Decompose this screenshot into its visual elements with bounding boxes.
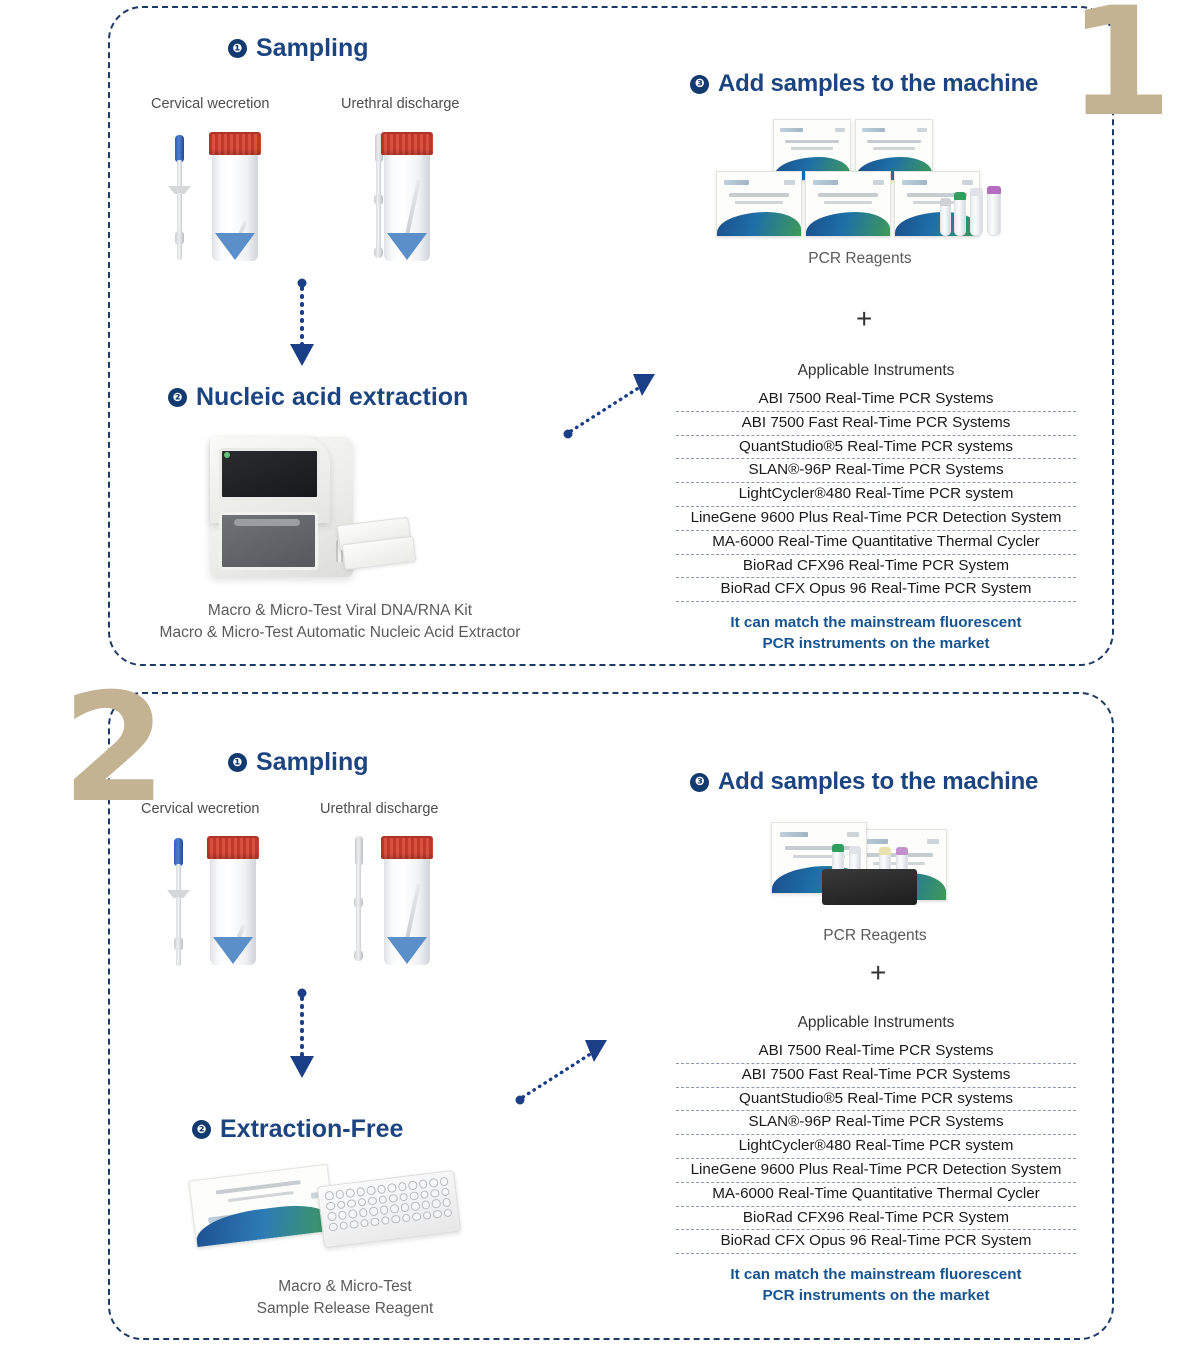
step-heading-label: Add samples to the machine	[718, 768, 1039, 795]
instrument-item: ABI 7500 Real-Time PCR Systems	[676, 1040, 1076, 1064]
instrument-item: BioRad CFX96 Real-Time PCR System	[676, 555, 1076, 579]
step-heading-extraction-free-2: ❷ Extraction-Free	[192, 1115, 403, 1144]
step-badge-3-icon: ❸	[690, 74, 709, 94]
panel-number-2: 2	[62, 662, 166, 836]
arrow-down-1	[290, 278, 314, 366]
caption-line-1: Macro & Micro-Test	[278, 1278, 412, 1295]
applicable-instruments-1: Applicable Instruments ABI 7500 Real-Tim…	[676, 362, 1076, 654]
workflow-panel-1	[108, 6, 1114, 666]
specimen-label-cervical-2: Cervical wecretion	[141, 801, 260, 817]
instruments-note-2: It can match the mainstream fluorescent …	[676, 1265, 1076, 1306]
step-badge-2-icon: ❷	[192, 1120, 211, 1139]
instruments-title: Applicable Instruments	[797, 1014, 955, 1031]
note-line-2: PCR instruments on the market	[762, 634, 990, 652]
instrument-item: LightCycler®480 Real-Time PCR system	[676, 483, 1076, 507]
arrow-diagonal-2	[515, 1040, 607, 1105]
note-line-1: It can match the mainstream fluorescent	[730, 614, 1022, 632]
step-badge-3-icon: ❸	[690, 772, 709, 792]
instrument-item: BioRad CFX96 Real-Time PCR System	[676, 1207, 1076, 1231]
step-heading-add-samples-1: ❸ Add samples to the machine	[690, 70, 1038, 98]
instrument-item: BioRad CFX Opus 96 Real-Time PCR System	[676, 578, 1076, 603]
step-heading-sampling-1: ❶ Sampling	[228, 34, 369, 63]
step-heading-label: Add samples to the machine	[718, 70, 1039, 97]
step-badge-2-icon: ❷	[168, 388, 187, 407]
step-heading-add-samples-2: ❸ Add samples to the machine	[690, 768, 1038, 796]
step-heading-label: Nucleic acid extraction	[196, 383, 469, 411]
pcr-reagents-label-1: PCR Reagents	[808, 250, 912, 267]
pcr-reagents-label-2: PCR Reagents	[823, 927, 927, 944]
instrument-item: ABI 7500 Fast Real-Time PCR Systems	[676, 412, 1076, 436]
step-heading-sampling-2: ❶ Sampling	[228, 748, 369, 777]
note-line-1: It can match the mainstream fluorescent	[730, 1266, 1022, 1284]
instrument-item: QuantStudio®5 Real-Time PCR systems	[676, 436, 1076, 460]
extraction-caption-1: Macro & Micro-Test Viral DNA/RNA Kit Mac…	[120, 600, 560, 645]
step-heading-label: Sampling	[256, 748, 369, 776]
instruments-title: Applicable Instruments	[797, 362, 955, 379]
step-heading-extraction-1: ❷ Nucleic acid extraction	[168, 383, 468, 412]
plus-sign-1: +	[856, 303, 873, 334]
instrument-item: QuantStudio®5 Real-Time PCR systems	[676, 1088, 1076, 1112]
sample-release-caption-2: Macro & Micro-Test Sample Release Reagen…	[180, 1276, 510, 1321]
specimen-label-cervical-1: Cervical wecretion	[151, 96, 270, 112]
caption-line-2: Sample Release Reagent	[256, 1300, 434, 1318]
panel-number-1: 1	[1068, 0, 1172, 150]
instrument-item: MA-6000 Real-Time Quantitative Thermal C…	[676, 531, 1076, 555]
caption-line-2: Macro & Micro-Test Automatic Nucleic Aci…	[159, 624, 521, 642]
plus-sign-2: +	[870, 957, 887, 988]
instrument-item: BioRad CFX Opus 96 Real-Time PCR System	[676, 1230, 1076, 1255]
instrument-item: ABI 7500 Real-Time PCR Systems	[676, 388, 1076, 412]
instrument-item: ABI 7500 Fast Real-Time PCR Systems	[676, 1064, 1076, 1088]
instrument-item: SLAN®-96P Real-Time PCR Systems	[676, 459, 1076, 484]
instruments-note-1: It can match the mainstream fluorescent …	[676, 613, 1076, 654]
step-heading-label: Sampling	[256, 34, 369, 62]
arrow-down-2	[290, 988, 314, 1078]
arrow-diagonal-1	[563, 374, 655, 439]
instrument-item: SLAN®-96P Real-Time PCR Systems	[676, 1111, 1076, 1136]
specimen-label-urethral-2: Urethral discharge	[320, 801, 439, 817]
specimen-label-urethral-1: Urethral discharge	[341, 96, 460, 112]
step-heading-label: Extraction-Free	[220, 1115, 404, 1143]
instrument-item: LineGene 9600 Plus Real-Time PCR Detecti…	[676, 507, 1076, 531]
step-badge-1-icon: ❶	[228, 39, 247, 58]
instrument-item: MA-6000 Real-Time Quantitative Thermal C…	[676, 1183, 1076, 1207]
caption-line-1: Macro & Micro-Test Viral DNA/RNA Kit	[207, 602, 473, 619]
note-line-2: PCR instruments on the market	[762, 1286, 990, 1304]
workflow-panel-2	[108, 692, 1114, 1340]
instrument-item: LightCycler®480 Real-Time PCR system	[676, 1135, 1076, 1159]
instrument-item: LineGene 9600 Plus Real-Time PCR Detecti…	[676, 1159, 1076, 1183]
applicable-instruments-2: Applicable Instruments ABI 7500 Real-Tim…	[676, 1014, 1076, 1306]
step-badge-1-icon: ❶	[228, 753, 247, 772]
